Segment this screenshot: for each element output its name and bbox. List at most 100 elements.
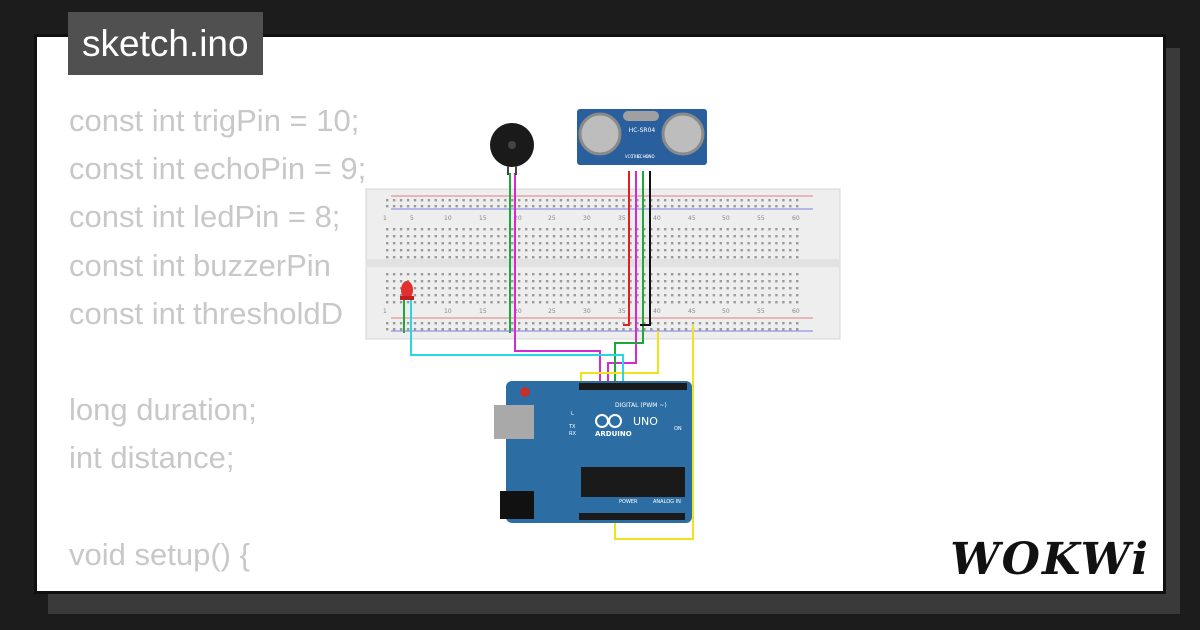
breadboard-hole (518, 328, 521, 331)
breadboard-hole (657, 205, 660, 208)
project-card: const int trigPin = 10; const int echoPi… (34, 34, 1166, 594)
breadboard-hole (622, 242, 625, 245)
column-number: 35 (618, 215, 626, 222)
breadboard-hole (754, 294, 757, 297)
file-tab[interactable]: sketch.ino (68, 12, 263, 75)
breadboard-hole (552, 235, 556, 238)
breadboard-hole (601, 287, 604, 290)
breadboard-hole (580, 301, 583, 304)
breadboard-hole (677, 273, 681, 276)
breadboard-hole (671, 228, 674, 231)
breadboard-hole (754, 242, 757, 245)
breadboard-hole (615, 199, 618, 202)
breadboard-hole (406, 273, 410, 276)
breadboard-hole (559, 301, 563, 304)
breadboard-hole (386, 328, 389, 331)
breadboard-hole (441, 322, 444, 325)
breadboard-hole (719, 328, 722, 331)
breadboard-hole (469, 294, 472, 297)
column-number: 25 (548, 215, 556, 222)
breadboard-hole (573, 294, 576, 297)
breadboard-hole (448, 199, 451, 202)
breadboard-hole (406, 235, 410, 238)
breadboard-hole (775, 294, 778, 297)
breadboard-hole (434, 228, 437, 231)
breadboard-hole (636, 199, 639, 202)
breadboard-hole (677, 199, 681, 202)
breadboard-hole (511, 256, 514, 259)
breadboard-hole (698, 199, 702, 202)
breadboard-hole (691, 301, 695, 304)
breadboard-hole (434, 322, 437, 325)
breadboard-hole (601, 273, 604, 276)
breadboard-hole (636, 205, 639, 208)
breadboard-hole (594, 205, 597, 208)
breadboard-hole (559, 235, 563, 238)
breadboard-hole (747, 287, 750, 290)
breadboard-hole (768, 199, 771, 202)
breadboard-hole (497, 249, 500, 252)
breadboard-hole (518, 273, 521, 276)
breadboard-hole (532, 256, 535, 259)
breadboard-hole (469, 249, 472, 252)
breadboard-hole (559, 205, 563, 208)
breadboard-hole (664, 249, 667, 252)
breadboard-hole (691, 249, 695, 252)
wire-vcc-red (623, 171, 630, 326)
breadboard-hole (775, 280, 778, 283)
breadboard-hole (608, 280, 611, 283)
breadboard-hole (441, 249, 444, 252)
breadboard-hole (671, 199, 674, 202)
breadboard-hole (518, 249, 521, 252)
breadboard-hole (413, 328, 417, 331)
breadboard-hole (796, 249, 799, 252)
breadboard-hole (504, 280, 507, 283)
breadboard-hole (392, 205, 396, 208)
breadboard-hole (761, 301, 764, 304)
breadboard-hole (559, 287, 563, 290)
breadboard-hole (518, 235, 521, 238)
breadboard-hole (740, 301, 743, 304)
column-number: 45 (688, 215, 696, 222)
breadboard-hole (559, 273, 563, 276)
breadboard-hole (775, 205, 778, 208)
breadboard-hole (587, 205, 590, 208)
breadboard-hole (427, 273, 431, 276)
breadboard-hole (538, 205, 542, 208)
breadboard-hole (657, 256, 660, 259)
breadboard-hole (664, 328, 667, 331)
breadboard-hole (573, 242, 576, 245)
power-label: POWER (619, 499, 638, 505)
breadboard-hole (664, 273, 667, 276)
breadboard-hole (636, 273, 639, 276)
breadboard-hole (740, 280, 743, 283)
breadboard-hole (392, 328, 396, 331)
breadboard-hole (733, 280, 736, 283)
breadboard-hole (469, 328, 472, 331)
breadboard-hole (698, 294, 702, 297)
breadboard-hole (525, 228, 528, 231)
breadboard-hole (796, 280, 799, 283)
breadboard-hole (441, 256, 444, 259)
breadboard-hole (538, 256, 542, 259)
breadboard-hole (775, 199, 778, 202)
breadboard-hole (490, 205, 493, 208)
breadboard-hole (476, 228, 479, 231)
breadboard-hole (684, 301, 688, 304)
breadboard-hole (691, 256, 695, 259)
breadboard-hole (747, 273, 750, 276)
breadboard-hole (608, 328, 611, 331)
breadboard-hole (427, 235, 431, 238)
breadboard-hole (629, 205, 632, 208)
breadboard-hole (608, 199, 611, 202)
breadboard-hole (455, 294, 458, 297)
breadboard-hole (691, 294, 695, 297)
breadboard-hole (657, 287, 660, 290)
breadboard-hole (504, 199, 507, 202)
breadboard-hole (719, 205, 722, 208)
breadboard-hole (615, 322, 618, 325)
breadboard-hole (559, 249, 563, 252)
breadboard-hole (698, 322, 702, 325)
breadboard-hole (733, 273, 736, 276)
breadboard-hole (698, 235, 702, 238)
